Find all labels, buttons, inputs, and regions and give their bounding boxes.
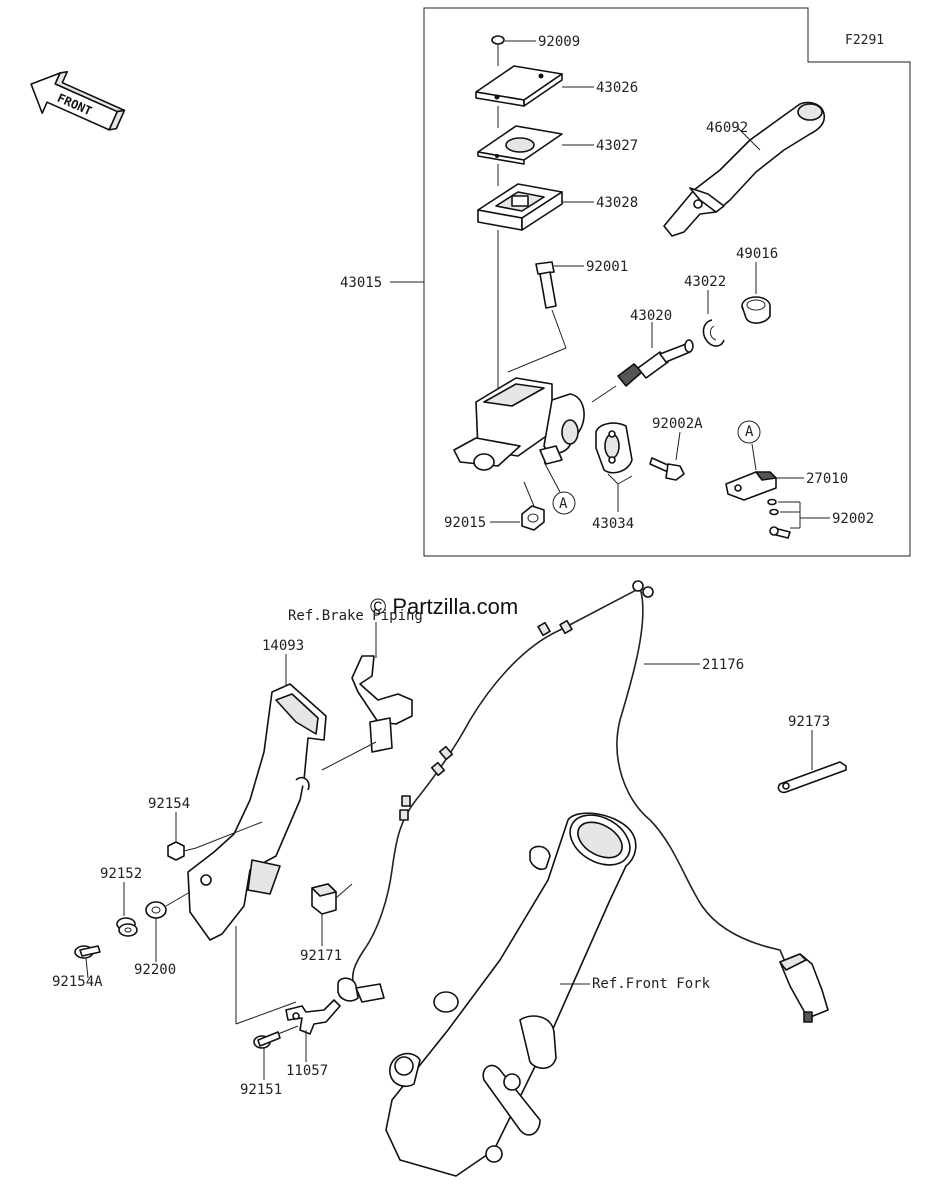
master-cylinder-body-icon [453,377,585,471]
group-frame [423,7,911,557]
ref-front-fork: Ref.Front Fork [592,976,711,992]
label-92009: 92009 [538,34,580,50]
piping-bracket-icon [351,655,413,753]
piston-kit-icon [617,339,694,387]
label-14093: 14093 [262,638,304,654]
screw-92009-icon [491,35,505,52]
band-92173-icon [777,761,847,794]
label-43015: 43015 [340,275,382,291]
bracket-11057-icon [285,999,341,1035]
abs-sensor-icon [337,977,385,1003]
abs-sensor-cable [351,587,641,995]
label-43034: 43034 [592,516,634,532]
label-46092: 46092 [706,120,748,136]
label-11057: 11057 [286,1063,328,1079]
label-92173: 92173 [788,714,830,730]
clip-92171-icon [311,883,337,915]
switch-screw-icon [767,498,791,539]
reservoir-cap-icon [475,65,563,107]
front-fork-icon [385,812,637,1177]
label-43020: 43020 [630,308,672,324]
cable-grommets-icon [399,580,654,821]
bolt-92151-icon [253,1031,281,1049]
label-43028: 43028 [596,195,638,211]
bushing-icon [741,296,771,324]
label-92151: 92151 [240,1082,282,1098]
label-92154A: 92154A [52,974,103,990]
sensor-connector-icon [779,953,829,1023]
diaphragm-plate-icon [477,125,563,165]
label-92171: 92171 [300,948,342,964]
label-43022: 43022 [684,274,726,290]
callout-a-1: A [559,496,568,512]
front-arrow-icon: FRONT [30,70,126,131]
bolt-92154A-icon [74,945,101,959]
ref-brake-piping: Ref.Brake Piping [288,608,423,624]
label-43026: 43026 [596,80,638,96]
label-43027: 43027 [596,138,638,154]
label-92154: 92154 [148,796,190,812]
watermark: © Partzilla.com [370,594,518,619]
label-27010: 27010 [806,471,848,487]
label-92015: 92015 [444,515,486,531]
nut-icon [521,505,545,531]
label-92002: 92002 [832,511,874,527]
clamp-icon [595,422,633,474]
diaphragm-icon [477,183,563,231]
label-92200: 92200 [134,962,176,978]
bolt-92154-icon [167,841,197,861]
circlip-icon [702,319,725,347]
pivot-bolt-icon [535,261,557,309]
label-92001: 92001 [586,259,628,275]
brake-switch-icon [725,471,777,501]
collar-icon [116,917,138,937]
label-49016: 49016 [736,246,778,262]
label-92002A: 92002A [652,416,703,432]
brake-lever-icon [663,101,826,237]
label-92152: 92152 [100,866,142,882]
callout-a-2: A [745,424,754,440]
figure-code: F2291 [845,33,884,48]
sensor-bracket-icon [187,683,327,941]
clamp-bolt-icon [649,457,685,481]
label-21176: 21176 [702,657,744,673]
washer-icon [145,901,167,919]
